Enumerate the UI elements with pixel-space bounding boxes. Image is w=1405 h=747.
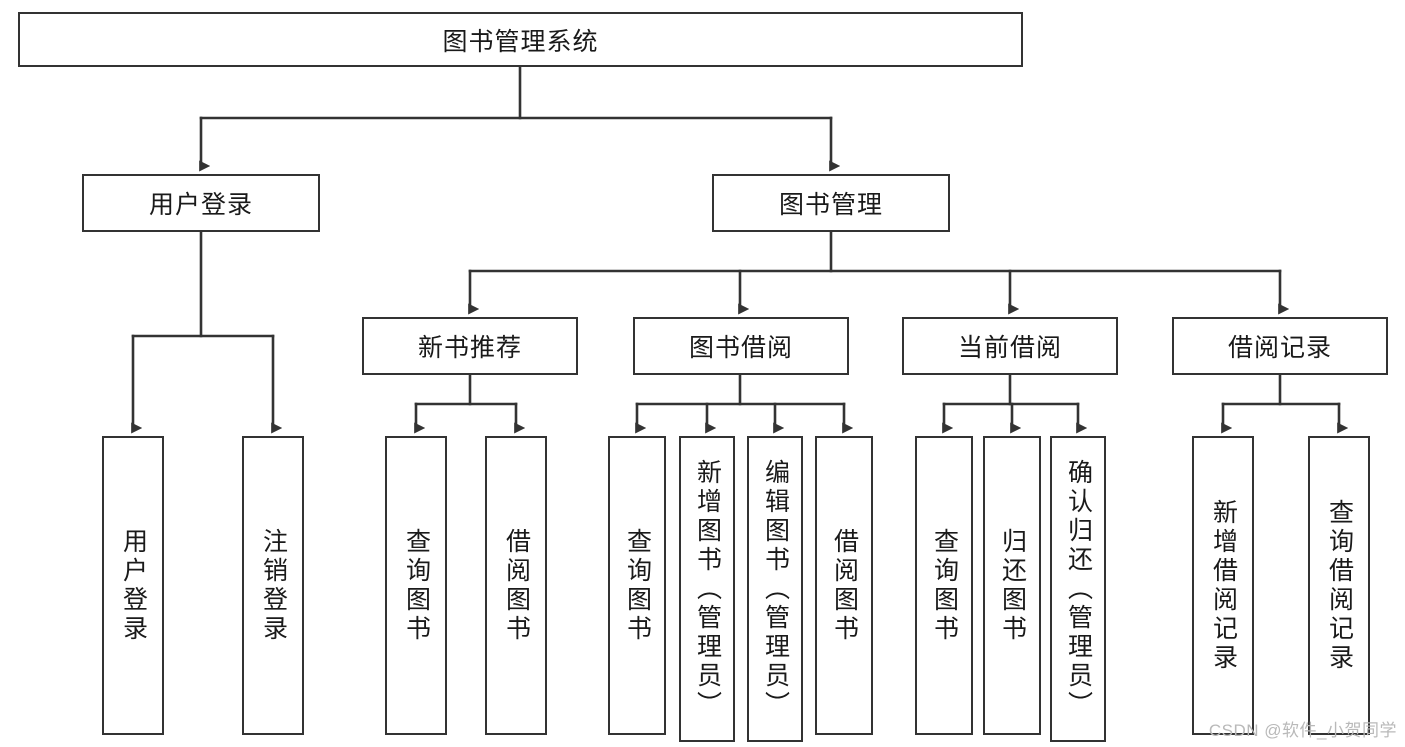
- node-new-book-rec-label: 新书推荐: [417, 334, 522, 362]
- node-leaf-query-record[interactable]: 查询借阅记录: [1308, 436, 1370, 735]
- node-leaf-query-book-3[interactable]: 查询图书: [915, 436, 973, 735]
- csdn-watermark: CSDN @软件_小贺同学: [1208, 721, 1397, 740]
- node-leaf-add-record[interactable]: 新增借阅记录: [1192, 436, 1254, 735]
- node-book-manage-label: 图书管理: [778, 191, 883, 219]
- node-leaf-add-book-label: 新增图书（管理员）: [693, 458, 722, 720]
- node-leaf-query-book-3-label: 查询图书: [930, 527, 959, 644]
- node-user-login[interactable]: 用户登录: [82, 174, 320, 232]
- node-leaf-user-login-label: 用户登录: [119, 527, 148, 644]
- node-leaf-borrow-book-1[interactable]: 借阅图书: [485, 436, 547, 735]
- node-book-manage[interactable]: 图书管理: [712, 174, 950, 232]
- node-book-borrow[interactable]: 图书借阅: [633, 317, 849, 375]
- node-current-borrow[interactable]: 当前借阅: [902, 317, 1118, 375]
- node-root-label: 图书管理系统: [442, 27, 599, 56]
- node-leaf-query-book-2-label: 查询图书: [623, 527, 652, 644]
- node-leaf-query-book-1-label: 查询图书: [402, 527, 431, 644]
- node-leaf-return-book[interactable]: 归还图书: [983, 436, 1041, 735]
- node-leaf-confirm-return-label: 确认归还（管理员）: [1064, 458, 1093, 720]
- node-root[interactable]: 图书管理系统: [18, 12, 1023, 67]
- node-leaf-edit-book-label: 编辑图书（管理员）: [761, 458, 790, 720]
- node-new-book-rec[interactable]: 新书推荐: [362, 317, 578, 375]
- node-leaf-add-record-label: 新增借阅记录: [1209, 498, 1238, 673]
- node-leaf-logout-label: 注销登录: [259, 527, 288, 644]
- node-current-borrow-label: 当前借阅: [957, 334, 1062, 362]
- node-leaf-logout[interactable]: 注销登录: [242, 436, 304, 735]
- node-leaf-edit-book[interactable]: 编辑图书（管理员）: [747, 436, 803, 742]
- node-leaf-return-book-label: 归还图书: [998, 527, 1027, 644]
- node-leaf-borrow-book-2-label: 借阅图书: [830, 527, 859, 644]
- node-leaf-query-book-2[interactable]: 查询图书: [608, 436, 666, 735]
- node-leaf-query-record-label: 查询借阅记录: [1325, 498, 1354, 673]
- node-leaf-user-login[interactable]: 用户登录: [102, 436, 164, 735]
- node-leaf-query-book-1[interactable]: 查询图书: [385, 436, 447, 735]
- node-leaf-add-book[interactable]: 新增图书（管理员）: [679, 436, 735, 742]
- node-leaf-borrow-book-2[interactable]: 借阅图书: [815, 436, 873, 735]
- node-leaf-borrow-book-1-label: 借阅图书: [502, 527, 531, 644]
- node-borrow-record[interactable]: 借阅记录: [1172, 317, 1388, 375]
- node-book-borrow-label: 图书借阅: [688, 334, 793, 362]
- node-leaf-confirm-return[interactable]: 确认归还（管理员）: [1050, 436, 1106, 742]
- node-borrow-record-label: 借阅记录: [1227, 334, 1332, 362]
- node-user-login-label: 用户登录: [148, 191, 253, 219]
